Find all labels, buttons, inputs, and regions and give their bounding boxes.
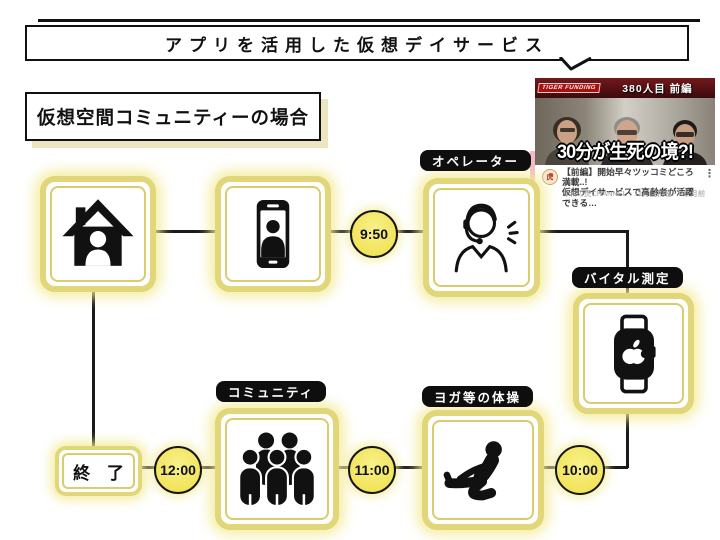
node-yoga-frame [432, 420, 534, 520]
label-community-text: コミュニティ [228, 386, 315, 400]
node-operator-frame [433, 188, 530, 287]
smartphone-icon [256, 199, 290, 269]
time-end-text: 12:00 [160, 462, 196, 478]
connector-watch-down [626, 402, 629, 468]
label-yoga: ヨガ等の体操 [422, 386, 534, 407]
thumbnail-photo: 30分が生死の境?! [535, 98, 715, 165]
node-phone-frame [225, 186, 321, 282]
label-vital: バイタル測定 [572, 267, 683, 288]
video-meta: 令和の虎CHANNEL・11万回視聴・2か月前 [562, 189, 706, 198]
label-community: コミュニティ [216, 381, 327, 402]
video-card-accent-strip [530, 151, 535, 205]
node-community-frame [225, 418, 329, 520]
thumbnail-banner: TIGER FUNDING 380人目 前編 [535, 78, 715, 98]
page-title: アプリを活用した仮想デイサービス [25, 25, 689, 61]
channel-avatar[interactable]: 虎 [542, 169, 558, 185]
label-vital-text: バイタル測定 [584, 272, 671, 286]
thumbnail-banner-label: 380人目 前編 [622, 82, 693, 95]
time-vital-text: 10:00 [562, 462, 598, 478]
node-home [40, 176, 156, 292]
connector-operator-corner [528, 230, 628, 233]
channel-avatar-glyph: 虎 [546, 174, 554, 181]
yoga-stretch-icon [443, 441, 502, 501]
label-operator: オペレーター [420, 150, 532, 171]
node-phone [215, 176, 331, 292]
connector-down-to-watch [626, 230, 629, 294]
video-title-line2: 仮想デイサービスで高齢者が活躍できる… [562, 187, 694, 208]
video-thumbnail[interactable]: 30分が生死の境?! TIGER FUNDING 380人目 前編 [535, 78, 715, 165]
title-decor-line [38, 19, 700, 22]
label-yoga-text: ヨガ等の体操 [434, 391, 522, 405]
time-badge-yoga: 11:00 [348, 446, 396, 494]
smartwatch-icon [613, 314, 656, 393]
node-watch [573, 293, 694, 414]
connector-home-end [92, 282, 95, 447]
time-badge-call: 9:50 [350, 210, 398, 258]
time-call-text: 9:50 [359, 226, 389, 242]
house-icon [62, 199, 134, 266]
speech-bubble-tail [558, 57, 592, 71]
video-title[interactable]: 【前編】開始早々ツッコミどころ満載..! 仮想デイサービスで高齢者が活躍できる… [562, 167, 698, 208]
people-group-icon [238, 432, 316, 508]
operator-headset-icon [454, 203, 519, 272]
node-operator [423, 178, 540, 297]
time-badge-vital: 10:00 [555, 445, 605, 495]
node-watch-frame [583, 303, 684, 404]
three-people-photo-icon [545, 117, 707, 165]
section-subtitle: 仮想空間コミュニティーの場合 [25, 92, 321, 141]
node-end-label: 終 了 [62, 453, 135, 489]
channel-logo: TIGER FUNDING [537, 83, 601, 93]
label-operator-text: オペレーター [432, 155, 520, 169]
node-community [215, 408, 339, 530]
time-badge-end: 12:00 [154, 446, 202, 494]
connector-home-phone [145, 230, 215, 233]
node-yoga [422, 410, 544, 530]
time-yoga-text: 11:00 [354, 462, 390, 478]
node-home-frame [50, 186, 146, 282]
video-title-line1: 【前編】開始早々ツッコミどころ満載..! [562, 167, 694, 188]
video-menu-icon[interactable]: ⋮ [704, 168, 715, 180]
node-end: 終 了 [55, 446, 142, 496]
section-subtitle-text: 仮想空間コミュニティーの場合 [37, 106, 309, 128]
thumbnail-caption: 30分が生死の境?! [557, 142, 694, 163]
page-title-text: アプリを活用した仮想デイサービス [165, 35, 549, 55]
